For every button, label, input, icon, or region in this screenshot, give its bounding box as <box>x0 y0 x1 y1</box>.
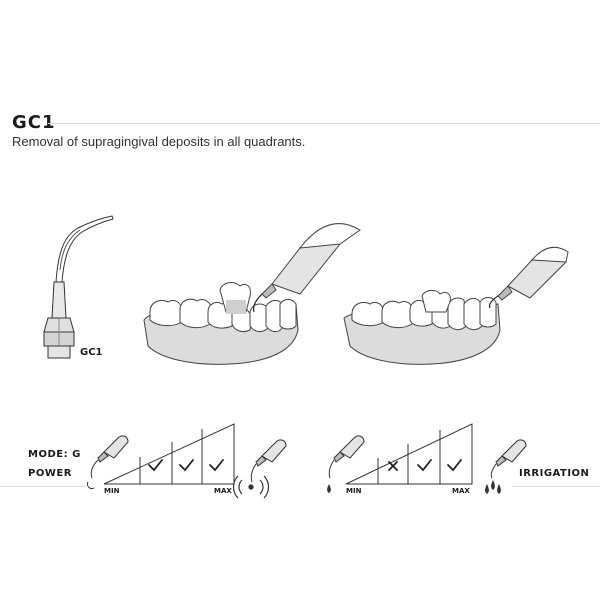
power-label: POWER <box>28 468 72 479</box>
cross-icon <box>388 461 398 471</box>
scaler-tip-icon <box>250 439 287 483</box>
water-drop-icon <box>327 484 331 493</box>
irrigation-min-label: MIN <box>346 487 362 495</box>
jaw-illustration-icon <box>143 223 361 365</box>
check-icon <box>417 459 432 472</box>
irrigation-label: IRRIGATION <box>519 468 590 479</box>
power-level-marks <box>148 459 224 472</box>
scaler-tip-icon <box>87 435 129 489</box>
scaler-tip-icon <box>328 435 365 479</box>
title-divider <box>48 123 600 124</box>
scaler-tip-icon <box>490 439 527 479</box>
power-max-label: MAX <box>214 487 232 495</box>
scaler-tip-icon <box>43 215 114 359</box>
handpiece-icon <box>252 223 361 313</box>
mode-label: MODE: G <box>28 449 81 460</box>
irrigation-baseline <box>512 486 600 487</box>
page-subtitle: Removal of supragingival deposits in all… <box>12 134 306 149</box>
check-icon <box>179 459 194 472</box>
power-baseline <box>0 486 88 487</box>
jaw-illustration-icon <box>343 246 569 365</box>
water-drop-icon <box>485 480 501 494</box>
handpiece-icon <box>488 246 569 309</box>
power-min-label: MIN <box>104 487 120 495</box>
power-level-chart <box>103 423 235 485</box>
irrigation-level-chart <box>345 423 473 485</box>
vibration-icon <box>232 475 270 499</box>
check-icon <box>148 459 163 472</box>
check-icon <box>447 459 462 472</box>
page-title: GC1 <box>12 112 56 133</box>
check-icon <box>209 459 224 472</box>
tip-label: GC1 <box>80 347 103 358</box>
irrigation-level-marks <box>388 459 462 472</box>
irrigation-max-label: MAX <box>452 487 470 495</box>
